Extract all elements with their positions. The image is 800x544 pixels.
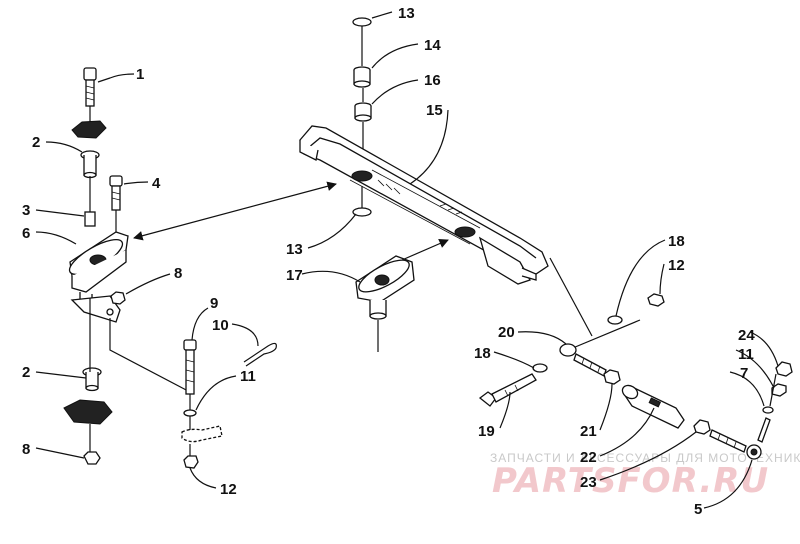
- callout-24: 24: [738, 327, 755, 344]
- callout-2-lower: 2: [22, 364, 30, 381]
- callout-6: 6: [22, 225, 30, 242]
- lower-plate: [63, 399, 113, 425]
- leader-lines: [35, 11, 779, 509]
- part-2-bushing-upper: [80, 150, 100, 179]
- center-bolt-assembly: [181, 339, 277, 469]
- arm-assembly: [133, 17, 549, 352]
- part-1-bolt: [83, 67, 97, 107]
- watermark-tagline: ЗАПЧАСТИ И АКСЕССУАРЫ ДЛЯ МОТОТЕХНИКИ: [490, 451, 800, 465]
- callout-11-right: 11: [738, 346, 754, 363]
- part-13-washer-top: [352, 17, 372, 27]
- part-6-mount-block: [68, 231, 129, 340]
- callout-13-top: 13: [398, 5, 415, 22]
- callout-15: 15: [426, 102, 443, 119]
- callout-12-bottom: 12: [220, 481, 237, 498]
- linkage-assembly: [478, 257, 793, 460]
- part-17-mount: [355, 255, 415, 352]
- watermark: ЗАПЧАСТИ И АКСЕССУАРЫ ДЛЯ МОТОТЕХНИКИ PA…: [490, 451, 800, 501]
- part-7-washer: [762, 406, 774, 414]
- part-18-washer-left: [532, 363, 548, 373]
- watermark-logo: PARTSFOR.RU: [492, 461, 769, 501]
- callout-2-upper: 2: [32, 134, 40, 151]
- part-8-nut-lower: [83, 451, 101, 465]
- part-4-bolt: [109, 175, 123, 211]
- callout-9: 9: [210, 295, 218, 312]
- threaded-rod: [573, 353, 607, 377]
- callout-4: 4: [152, 175, 161, 192]
- callout-21: 21: [580, 423, 597, 440]
- part-2-bushing-lower: [82, 367, 102, 392]
- part-3-spacer: [84, 211, 96, 227]
- callout-23: 23: [580, 474, 597, 491]
- callout-5: 5: [694, 501, 702, 518]
- callout-8-lower: 8: [22, 441, 30, 458]
- callout-18-right: 18: [668, 233, 685, 250]
- part-23-nut: [693, 419, 711, 435]
- callout-17: 17: [286, 267, 303, 284]
- callout-22: 22: [580, 449, 597, 466]
- arrow-right: [401, 239, 449, 261]
- callout-14: 14: [424, 37, 441, 54]
- part-22-turnbuckle: [621, 384, 685, 429]
- part-20-ball-joint: [559, 343, 577, 357]
- callout-7: 7: [740, 365, 748, 382]
- callout-20: 20: [498, 324, 515, 341]
- callout-1: 1: [136, 66, 144, 83]
- callout-11-left: 11: [240, 368, 256, 385]
- callout-labels: 1 2 4 3 6 8 2 8 9 10 11 12 13 14 16 15 1…: [22, 5, 755, 518]
- callout-12-right: 12: [668, 257, 685, 274]
- callout-16: 16: [424, 72, 441, 89]
- part-18-washer-right: [607, 315, 623, 325]
- callout-18-left: 18: [474, 345, 491, 362]
- part-16-bushing: [354, 102, 372, 122]
- part-24-nut: [775, 361, 793, 377]
- part-14-spacer: [353, 66, 371, 88]
- part-21-nut: [603, 369, 621, 385]
- part-12-nut-right: [647, 293, 665, 307]
- part-19-bolt: [478, 373, 537, 407]
- part-15-arm: [299, 125, 549, 285]
- upper-plate: [71, 120, 107, 139]
- part-8-nut-upper: [110, 291, 126, 305]
- arrow-left: [133, 181, 337, 241]
- callout-3: 3: [22, 202, 30, 219]
- callout-8-upper: 8: [174, 265, 182, 282]
- threaded-rod-end: [709, 429, 747, 453]
- callout-10: 10: [212, 317, 229, 334]
- callout-19: 19: [478, 423, 495, 440]
- callout-13-bottom: 13: [286, 241, 303, 258]
- part-5-rod-end: [746, 417, 771, 460]
- left-mount-assembly: [63, 67, 191, 465]
